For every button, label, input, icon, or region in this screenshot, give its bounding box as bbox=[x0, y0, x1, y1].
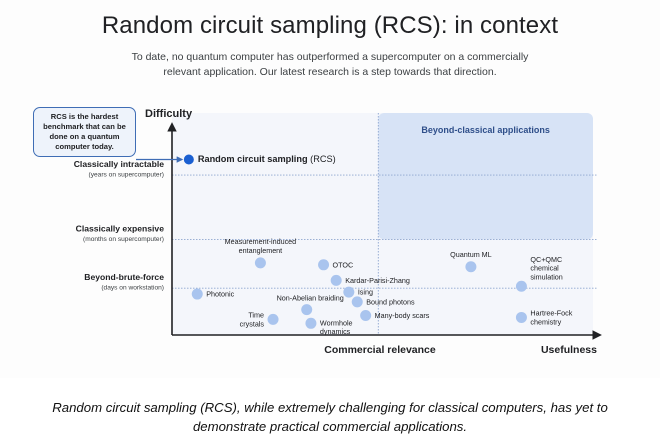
figure-caption: Random circuit sampling (RCS), while ext… bbox=[0, 398, 660, 436]
page-title: Random circuit sampling (RCS): in contex… bbox=[101, 12, 559, 39]
point-label: Quantum ML bbox=[450, 250, 492, 259]
point-label: Hartree-Fock bbox=[530, 309, 572, 318]
point-ising: Ising bbox=[343, 286, 373, 298]
point-marker bbox=[305, 317, 317, 329]
difficulty-level-labels: Classically intractable (years on superco… bbox=[74, 159, 165, 292]
point-marker bbox=[360, 310, 372, 321]
rcs-callout-box: RCS is the hardest benchmark that can be… bbox=[33, 107, 136, 157]
caption-line-2: demonstrate practical commercial applica… bbox=[192, 419, 468, 434]
point-many-body-scars: Many-body scars bbox=[360, 310, 430, 321]
subtitle-line-2: relevant application. Our latest researc… bbox=[163, 66, 497, 78]
point-marker bbox=[191, 288, 203, 300]
point-non-abelian-braiding: Non-Abelian braiding bbox=[277, 294, 344, 316]
point-photonic: Photonic bbox=[191, 288, 235, 300]
point-label: entanglement bbox=[239, 246, 283, 255]
subtitle: To date, no quantum computer has outperf… bbox=[0, 50, 660, 80]
beyond-classical-region bbox=[378, 113, 593, 240]
point-label: Random circuit sampling (RCS) bbox=[198, 154, 336, 164]
point-otoc: OTOC bbox=[318, 259, 354, 271]
x-axis-label-commercial-relevance: Commercial relevance bbox=[324, 344, 436, 356]
point-marker bbox=[318, 259, 330, 271]
point-marker bbox=[254, 257, 266, 269]
x-axis-label-usefulness: Usefulness bbox=[541, 344, 597, 356]
point-marker bbox=[343, 286, 355, 298]
point-marker bbox=[301, 304, 313, 316]
difficulty-level-sublabel: (years on supercomputer) bbox=[89, 172, 165, 179]
beyond-classical-region-label: Beyond-classical applications bbox=[421, 125, 550, 135]
callout-line-1: RCS is the hardest bbox=[50, 112, 119, 121]
point-marker bbox=[351, 296, 363, 308]
point-label: Wormhole bbox=[320, 318, 353, 327]
difficulty-level-label: Classically intractable bbox=[74, 159, 165, 169]
point-label: chemical bbox=[530, 264, 559, 273]
point-marker bbox=[330, 274, 342, 286]
data-points: Random circuit sampling (RCS) Measurement… bbox=[183, 154, 573, 336]
callout-line-2: benchmark that can be bbox=[43, 122, 126, 131]
point-label: Photonic bbox=[206, 290, 234, 299]
point-label: Ising bbox=[358, 288, 373, 297]
point-label: Bound photons bbox=[366, 297, 415, 306]
difficulty-level-sublabel: (months on supercomputer) bbox=[83, 236, 164, 243]
point-marker bbox=[267, 313, 279, 325]
point-label: chemistry bbox=[530, 317, 561, 326]
callout-line-3: done on a quantum bbox=[49, 132, 120, 141]
callout-line-4: computer today. bbox=[55, 142, 114, 151]
point-label-suffix: (RCS) bbox=[308, 154, 336, 164]
difficulty-level-label: Beyond-brute-force bbox=[84, 272, 164, 282]
point-random-circuit-sampling: Random circuit sampling (RCS) bbox=[183, 154, 336, 165]
point-label: Non-Abelian braiding bbox=[277, 294, 344, 303]
point-label: Many-body scars bbox=[375, 311, 430, 320]
point-marker bbox=[183, 154, 194, 165]
point-label: Kardar-Parisi-Zhang bbox=[345, 276, 410, 285]
y-axis-label: Difficulty bbox=[145, 108, 193, 120]
difficulty-level-sublabel: (days on workstation) bbox=[101, 285, 164, 292]
point-marker bbox=[515, 311, 527, 323]
difficulty-level-label: Classically expensive bbox=[76, 223, 165, 233]
point-quantum-ml: Quantum ML bbox=[450, 250, 492, 273]
point-bound-photons: Bound photons bbox=[351, 296, 415, 308]
point-label: crystals bbox=[240, 319, 265, 328]
point-label: dynamics bbox=[320, 327, 351, 336]
point-marker bbox=[515, 280, 527, 292]
point-kardar-parisi-zhang: Kardar-Parisi-Zhang bbox=[330, 274, 410, 286]
point-label: QC+QMC bbox=[530, 255, 562, 264]
point-label: Time bbox=[248, 311, 264, 320]
point-label: OTOC bbox=[333, 260, 354, 269]
caption-line-1: Random circuit sampling (RCS), while ext… bbox=[52, 400, 608, 415]
point-label: Measurement-induced bbox=[225, 237, 297, 246]
point-label: simulation bbox=[530, 272, 562, 281]
subtitle-line-1: To date, no quantum computer has outperf… bbox=[131, 51, 529, 63]
difficulty-usefulness-diagram: Beyond-classical applications Classicall… bbox=[74, 108, 602, 356]
point-marker bbox=[465, 261, 477, 273]
